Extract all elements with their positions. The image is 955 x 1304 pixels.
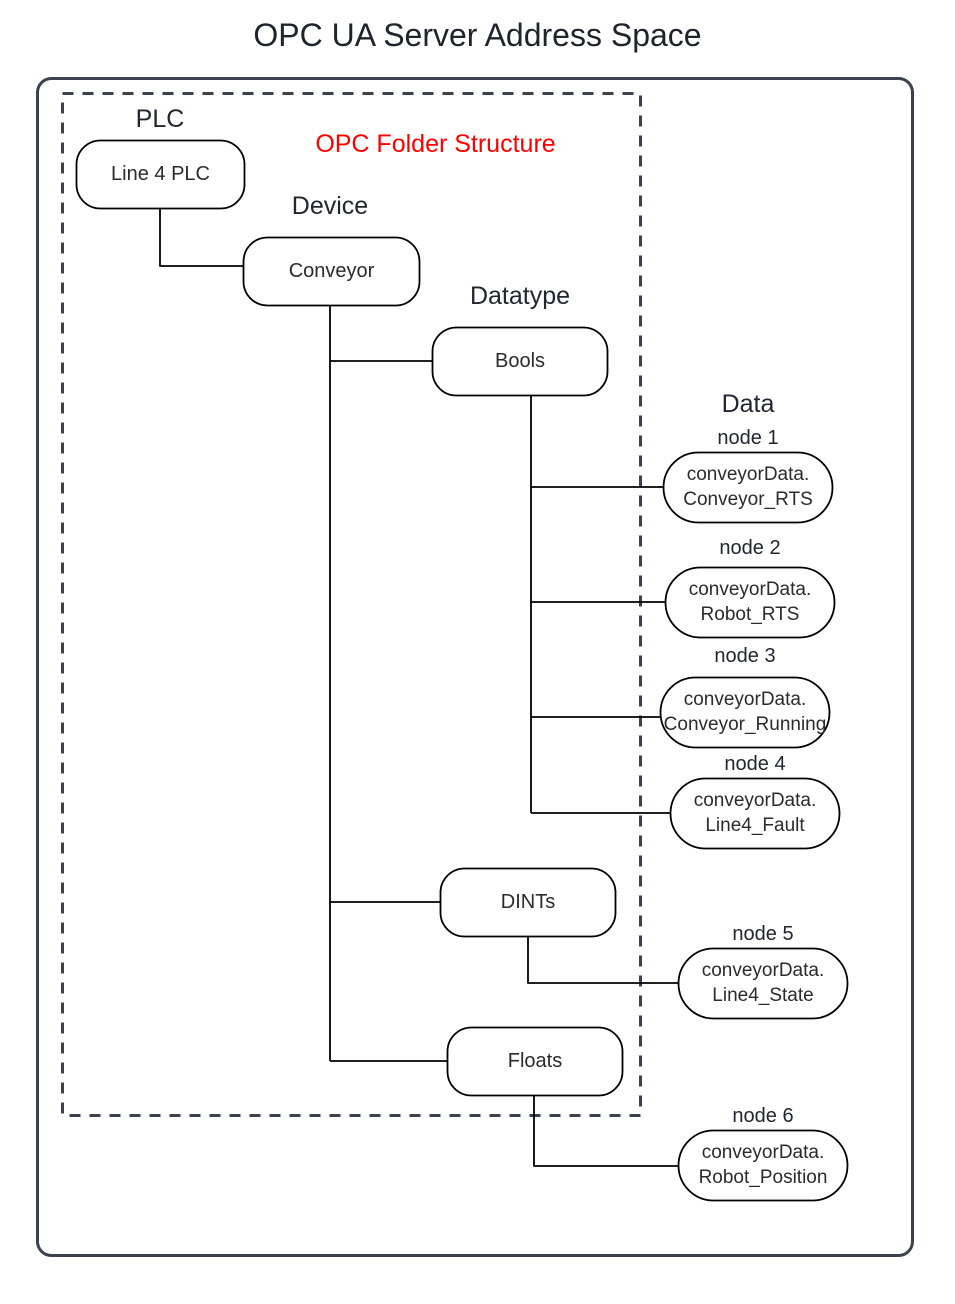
node-line4-plc-shape[interactable] [75,139,246,210]
data-node-3-caption: node 3 [714,645,776,667]
address-space-container [36,77,914,1257]
connector-dints-to-node5 [527,936,678,984]
data-node-6-shape[interactable] [677,1129,849,1202]
data-node-4-caption: node 4 [724,753,786,775]
node-conveyor-shape[interactable] [242,236,421,307]
data-node-2-shape[interactable] [664,566,836,639]
data-node-1-shape[interactable] [662,451,834,524]
data-node-1-caption: node 1 [717,427,779,449]
group-label-data: Data [721,390,775,418]
data-node-2-caption: node 2 [719,537,781,559]
node-floats-shape[interactable] [446,1026,624,1097]
data-node-5-caption: node 5 [732,923,794,945]
group-label-plc: PLC [135,105,185,133]
connector-floats-to-node6 [533,1095,678,1167]
data-node-5-shape[interactable] [677,947,849,1020]
data-node-3-shape[interactable] [659,676,831,749]
group-label-datatype: Datatype [469,282,571,310]
connector-plc-to-conveyor [159,208,243,267]
page-title: OPC UA Server Address Space [253,17,702,53]
data-node-4-shape[interactable] [669,777,841,850]
node-dints-shape[interactable] [439,867,617,938]
node-bools-shape[interactable] [431,326,609,397]
opc-folder-structure-label: OPC Folder Structure [315,130,556,158]
group-label-device: Device [291,192,369,220]
opc-folder-structure-region [61,92,642,1117]
data-node-6-caption: node 6 [732,1105,794,1127]
